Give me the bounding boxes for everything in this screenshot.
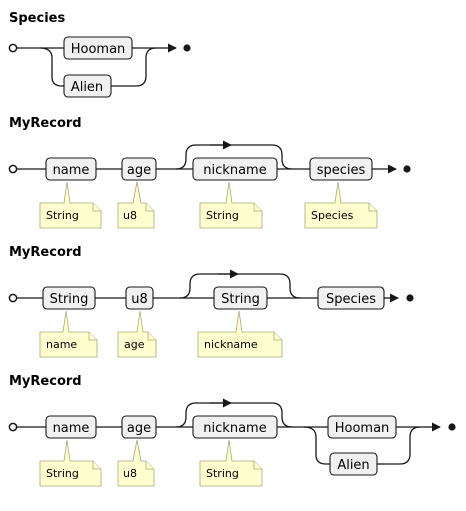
choice-node: Hooman: [63, 36, 133, 60]
end-circle: [448, 423, 456, 431]
diagram-title: Species: [9, 11, 65, 26]
type-note: String: [39, 181, 102, 229]
svg-text:u8: u8: [131, 292, 148, 307]
start-circle: [8, 43, 18, 53]
sequence-node: Species: [317, 286, 385, 310]
choice-node: Alien: [63, 74, 112, 98]
type-note: String: [199, 439, 263, 487]
sequence-node: String: [213, 286, 268, 310]
svg-text:nickname: nickname: [203, 163, 266, 178]
svg-text:nickname: nickname: [203, 421, 266, 436]
sequence-node: age: [121, 415, 157, 439]
svg-text:u8: u8: [123, 467, 137, 480]
diagram-myrecord-2: MyRecord String u8 String Species name: [8, 245, 414, 358]
svg-text:nickname: nickname: [204, 338, 258, 351]
svg-text:String: String: [46, 467, 79, 480]
type-note: String: [39, 439, 102, 487]
svg-text:String: String: [206, 209, 239, 222]
end-circle: [406, 294, 414, 302]
choice-node: Hooman: [327, 415, 397, 439]
diagram-title: MyRecord: [9, 116, 82, 131]
diagram-title: MyRecord: [9, 374, 82, 389]
svg-text:u8: u8: [123, 209, 137, 222]
svg-text:String: String: [221, 292, 260, 307]
svg-text:Hooman: Hooman: [71, 42, 126, 57]
svg-text:age: age: [127, 421, 151, 436]
sequence-node: name: [45, 157, 97, 181]
diagram-myrecord-1: MyRecord name age nickname species Strin…: [8, 116, 411, 229]
diagram-title: MyRecord: [9, 245, 82, 260]
svg-text:age: age: [124, 338, 145, 351]
svg-text:species: species: [317, 163, 366, 178]
choice-node: Alien: [329, 452, 378, 476]
svg-text:Species: Species: [326, 292, 376, 307]
sequence-node: u8: [125, 286, 154, 310]
sequence-node: name: [45, 415, 97, 439]
svg-text:age: age: [127, 163, 151, 178]
start-circle: [8, 164, 18, 174]
end-circle: [183, 44, 191, 52]
svg-text:String: String: [50, 292, 89, 307]
diagram-species: Species Hooman Alien: [8, 11, 191, 98]
svg-text:name: name: [53, 163, 90, 178]
svg-text:String: String: [46, 209, 79, 222]
svg-text:String: String: [206, 467, 239, 480]
diagram-myrecord-3: MyRecord name age nickname Hooman Alien: [8, 374, 456, 487]
start-circle: [8, 293, 18, 303]
svg-text:Alien: Alien: [337, 458, 369, 473]
svg-text:Alien: Alien: [71, 80, 103, 95]
name-note: name: [39, 310, 98, 358]
type-note: u8: [117, 181, 155, 229]
svg-text:name: name: [46, 338, 77, 351]
name-note: nickname: [197, 310, 283, 358]
type-note: u8: [117, 439, 155, 487]
svg-text:Species: Species: [311, 209, 354, 222]
sequence-node: species: [309, 157, 373, 181]
name-note: age: [117, 310, 157, 358]
svg-text:Hooman: Hooman: [335, 421, 390, 436]
sequence-node: nickname: [192, 415, 278, 439]
sequence-node: String: [42, 286, 96, 310]
svg-text:name: name: [53, 421, 90, 436]
type-note: Species: [304, 181, 378, 229]
sequence-node: nickname: [192, 157, 278, 181]
type-note: String: [199, 181, 263, 229]
end-circle: [403, 165, 411, 173]
sequence-node: age: [121, 157, 157, 181]
start-circle: [8, 422, 18, 432]
